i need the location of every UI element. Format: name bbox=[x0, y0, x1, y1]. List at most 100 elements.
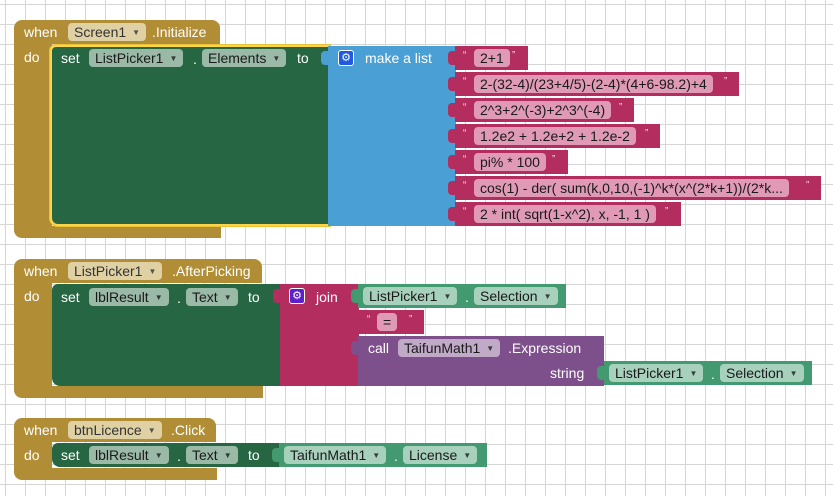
value-component-dropdown[interactable]: TaifunMath1▼ bbox=[284, 446, 387, 464]
quote-close-icon: ” bbox=[724, 76, 728, 87]
dropdown-arrow-icon: ▼ bbox=[272, 54, 281, 63]
property-dropdown[interactable]: Elements ▼ bbox=[202, 49, 287, 67]
property-name: Text bbox=[192, 289, 218, 305]
quote-close-icon: ” bbox=[806, 180, 810, 191]
quote-open-icon: “ bbox=[463, 206, 467, 217]
property-name: Text bbox=[192, 447, 218, 463]
value-property-dropdown[interactable]: License ▼ bbox=[403, 446, 478, 464]
join-label: join bbox=[316, 289, 338, 305]
dropdown-arrow-icon: ▼ bbox=[443, 292, 452, 301]
call-component: TaifunMath1 bbox=[404, 340, 481, 356]
text-value[interactable]: 2 * int( sqrt(1-x^2), x, -1, 1 ) bbox=[474, 205, 656, 223]
getter-property: Selection bbox=[480, 288, 538, 304]
target-component: lblResult bbox=[95, 289, 149, 305]
param-component: ListPicker1 bbox=[615, 365, 684, 381]
to-label: to bbox=[248, 447, 260, 463]
when-label: when bbox=[24, 263, 58, 279]
param-component-dropdown[interactable]: ListPicker1 ▼ bbox=[609, 364, 704, 382]
call-method: .Expression bbox=[508, 340, 582, 356]
value-property: License bbox=[409, 447, 458, 463]
set-label: set bbox=[61, 447, 80, 463]
mutator-gear-icon[interactable]: ⚙ bbox=[338, 50, 354, 66]
property-dropdown[interactable]: Text▼ bbox=[186, 288, 238, 306]
to-label: to bbox=[297, 50, 309, 66]
do-label: do bbox=[24, 49, 40, 65]
target-component-dropdown[interactable]: lblResult▼ bbox=[89, 446, 169, 464]
mutator-gear-icon[interactable]: ⚙ bbox=[289, 288, 305, 304]
quote-close-icon: ” bbox=[512, 50, 516, 61]
dropdown-arrow-icon: ▼ bbox=[147, 426, 156, 435]
text-value[interactable]: pi% * 100 bbox=[474, 153, 546, 171]
do-label: do bbox=[24, 288, 40, 304]
text-value[interactable]: = bbox=[377, 313, 398, 331]
input-notch bbox=[351, 315, 358, 329]
set-label: set bbox=[61, 289, 80, 305]
input-notch bbox=[448, 129, 455, 143]
dropdown-arrow-icon: ▼ bbox=[689, 369, 698, 378]
dropdown-arrow-icon: ▼ bbox=[463, 451, 472, 460]
input-notch bbox=[351, 341, 358, 355]
component-dropdown[interactable]: ListPicker1 ▼ bbox=[68, 262, 163, 280]
quote-open-icon: “ bbox=[367, 314, 371, 325]
quote-close-icon: ” bbox=[552, 154, 556, 165]
dropdown-arrow-icon: ▼ bbox=[154, 451, 163, 460]
call-label: call bbox=[368, 340, 390, 356]
to-label: to bbox=[248, 289, 260, 305]
text-value[interactable]: cos(1) - der( sum(k,0,10,(-1)^k*(x^(2*k+… bbox=[474, 179, 789, 197]
input-notch bbox=[351, 289, 358, 303]
dot-separator: . bbox=[394, 448, 398, 464]
input-notch bbox=[272, 448, 279, 462]
quote-close-icon: ” bbox=[409, 314, 413, 325]
dot-separator: . bbox=[177, 290, 181, 306]
input-notch bbox=[273, 289, 280, 303]
dropdown-arrow-icon: ▼ bbox=[148, 267, 157, 276]
text-value[interactable]: 2+1 bbox=[474, 49, 510, 67]
property-name: Elements bbox=[208, 50, 267, 66]
dropdown-arrow-icon: ▼ bbox=[132, 28, 141, 37]
input-notch bbox=[448, 51, 455, 65]
dot-separator: . bbox=[193, 51, 197, 67]
quote-close-icon: ” bbox=[619, 102, 623, 113]
make-a-list-block[interactable] bbox=[328, 46, 456, 226]
input-notch bbox=[448, 181, 455, 195]
dot-separator: . bbox=[711, 366, 715, 382]
target-component-dropdown[interactable]: ListPicker1▼ bbox=[89, 49, 184, 67]
component-dropdown[interactable]: btnLicence▼ bbox=[68, 421, 162, 439]
dropdown-arrow-icon: ▼ bbox=[789, 369, 798, 378]
input-notch bbox=[448, 77, 455, 91]
dot-separator: . bbox=[177, 448, 181, 464]
call-component-dropdown[interactable]: TaifunMath1 ▼ bbox=[398, 339, 501, 357]
property-dropdown[interactable]: Text ▼ bbox=[186, 446, 238, 464]
make-a-list-label: make a list bbox=[365, 50, 432, 66]
quote-open-icon: “ bbox=[463, 102, 467, 113]
text-value[interactable]: 1.2e2 + 1.2e+2 + 1.2e-2 bbox=[474, 127, 636, 145]
quote-open-icon: “ bbox=[463, 76, 467, 87]
text-value[interactable]: 2^3+2^(-3)+2^3^(-4) bbox=[474, 101, 612, 119]
event-name: .Initialize bbox=[152, 24, 207, 40]
input-notch bbox=[448, 207, 455, 221]
text-value[interactable]: 2-(32-4)/(23+4/5)-(2-4)*(4+6-98.2)+4 bbox=[474, 75, 713, 93]
getter-component: ListPicker1 bbox=[369, 288, 438, 304]
dropdown-arrow-icon: ▼ bbox=[486, 344, 495, 353]
getter-component-dropdown[interactable]: ListPicker1 ▼ bbox=[363, 287, 458, 305]
set-label: set bbox=[61, 50, 80, 66]
set-block-listpicker-elements[interactable] bbox=[50, 45, 330, 226]
dropdown-arrow-icon: ▼ bbox=[223, 451, 232, 460]
component-name: Screen1 bbox=[74, 24, 127, 40]
target-component-dropdown[interactable]: lblResult ▼ bbox=[89, 288, 169, 306]
value-component: TaifunMath1 bbox=[290, 447, 367, 463]
quote-close-icon: ” bbox=[645, 128, 649, 139]
component-dropdown[interactable]: Screen1 ▼ bbox=[68, 23, 147, 41]
quote-close-icon: ” bbox=[665, 206, 669, 217]
input-notch bbox=[321, 51, 328, 65]
component-name: ListPicker1 bbox=[74, 263, 143, 279]
dot-separator: . bbox=[465, 289, 469, 305]
quote-open-icon: “ bbox=[463, 180, 467, 191]
do-label: do bbox=[24, 447, 40, 463]
param-property: Selection bbox=[726, 365, 784, 381]
quote-open-icon: “ bbox=[463, 128, 467, 139]
getter-property-dropdown[interactable]: Selection▼ bbox=[474, 287, 558, 305]
dropdown-arrow-icon: ▼ bbox=[154, 293, 163, 302]
param-property-dropdown[interactable]: Selection ▼ bbox=[720, 364, 804, 382]
when-label: when bbox=[24, 422, 58, 438]
